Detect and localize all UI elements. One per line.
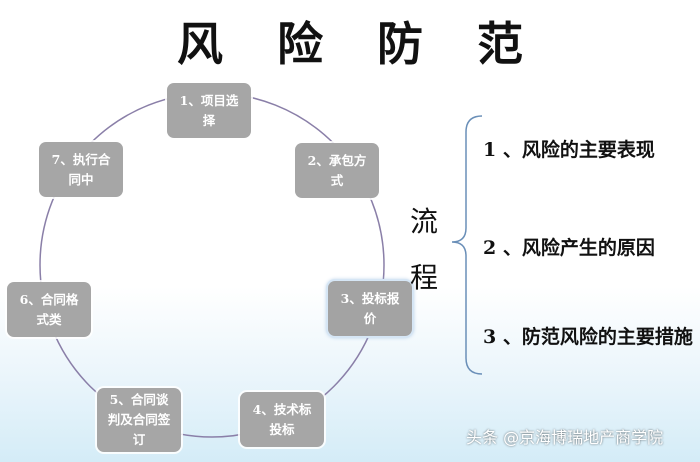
title-char: 险 xyxy=(277,17,323,71)
cycle-node-project-selection[interactable]: 1、项目选择 xyxy=(167,83,251,138)
cycle-node-contract-negotiation[interactable]: 5、合同谈判及合同签订 xyxy=(97,388,181,452)
process-item-manifestation: 1 、风险的主要表现 xyxy=(483,139,655,161)
node-label: 3、投标报价 xyxy=(340,290,400,326)
node-label: 4、技术标投标 xyxy=(252,401,312,437)
cycle-node-contracting-method[interactable]: 2、承包方式 xyxy=(295,143,379,198)
node-label: 2、承包方式 xyxy=(307,152,367,188)
cycle-node-bid-quotation[interactable]: 3、投标报价 xyxy=(328,281,412,336)
node-label: 6、合同格式类 xyxy=(19,291,79,327)
page-title: 风险防范 xyxy=(0,8,700,74)
process-label-char: 程 xyxy=(410,261,439,294)
brace-path xyxy=(451,115,483,375)
title-char: 范 xyxy=(477,17,523,71)
title-char: 防 xyxy=(377,17,423,71)
cycle-node-contract-execution[interactable]: 7、执行合同中 xyxy=(39,142,123,197)
node-label: 1、项目选择 xyxy=(179,92,239,128)
process-label-char: 流 xyxy=(410,205,439,238)
cycle-node-contract-format[interactable]: 6、合同格式类 xyxy=(7,282,91,337)
node-label: 7、执行合同中 xyxy=(51,151,111,187)
node-label: 5、合同谈判及合同签订 xyxy=(107,392,171,447)
process-item-measures: 3 、防范风险的主要措施 xyxy=(483,326,693,348)
cycle-node-technical-bid[interactable]: 4、技术标投标 xyxy=(240,392,324,447)
process-item-cause: 2 、风险产生的原因 xyxy=(483,237,655,259)
watermark: 头条 @京海博瑞地产商学院 xyxy=(466,428,664,447)
title-char: 风 xyxy=(177,17,223,71)
